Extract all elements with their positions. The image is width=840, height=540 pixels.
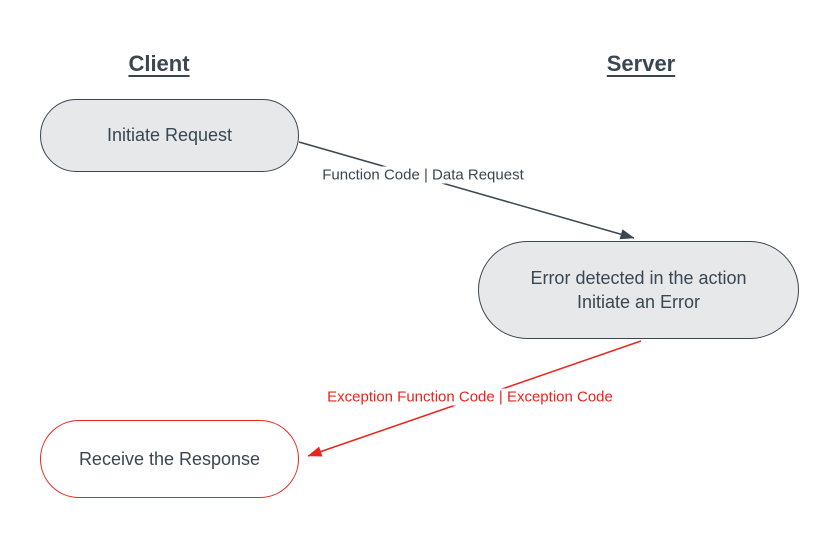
lane-title-server: Server	[606, 51, 676, 76]
edge-request-label: Function Code | Data Request	[319, 166, 527, 184]
lane-title-client: Client	[128, 51, 190, 76]
edge-request-line	[298, 141, 635, 240]
node-receive-response: Receive the Response	[40, 420, 299, 498]
node-error-detected-line1: Error detected in the action	[530, 267, 747, 288]
node-receive-response-label: Receive the Response	[78, 448, 261, 469]
node-error-detected-line2: Initiate an Error	[576, 292, 701, 312]
node-initiate-request-label: Initiate Request	[106, 125, 233, 146]
node-initiate-request: Initiate Request	[40, 99, 299, 172]
node-error-detected: Error detected in the action Initiate an…	[478, 241, 799, 339]
edge-exception-label: Exception Function Code | Exception Code	[324, 388, 616, 406]
